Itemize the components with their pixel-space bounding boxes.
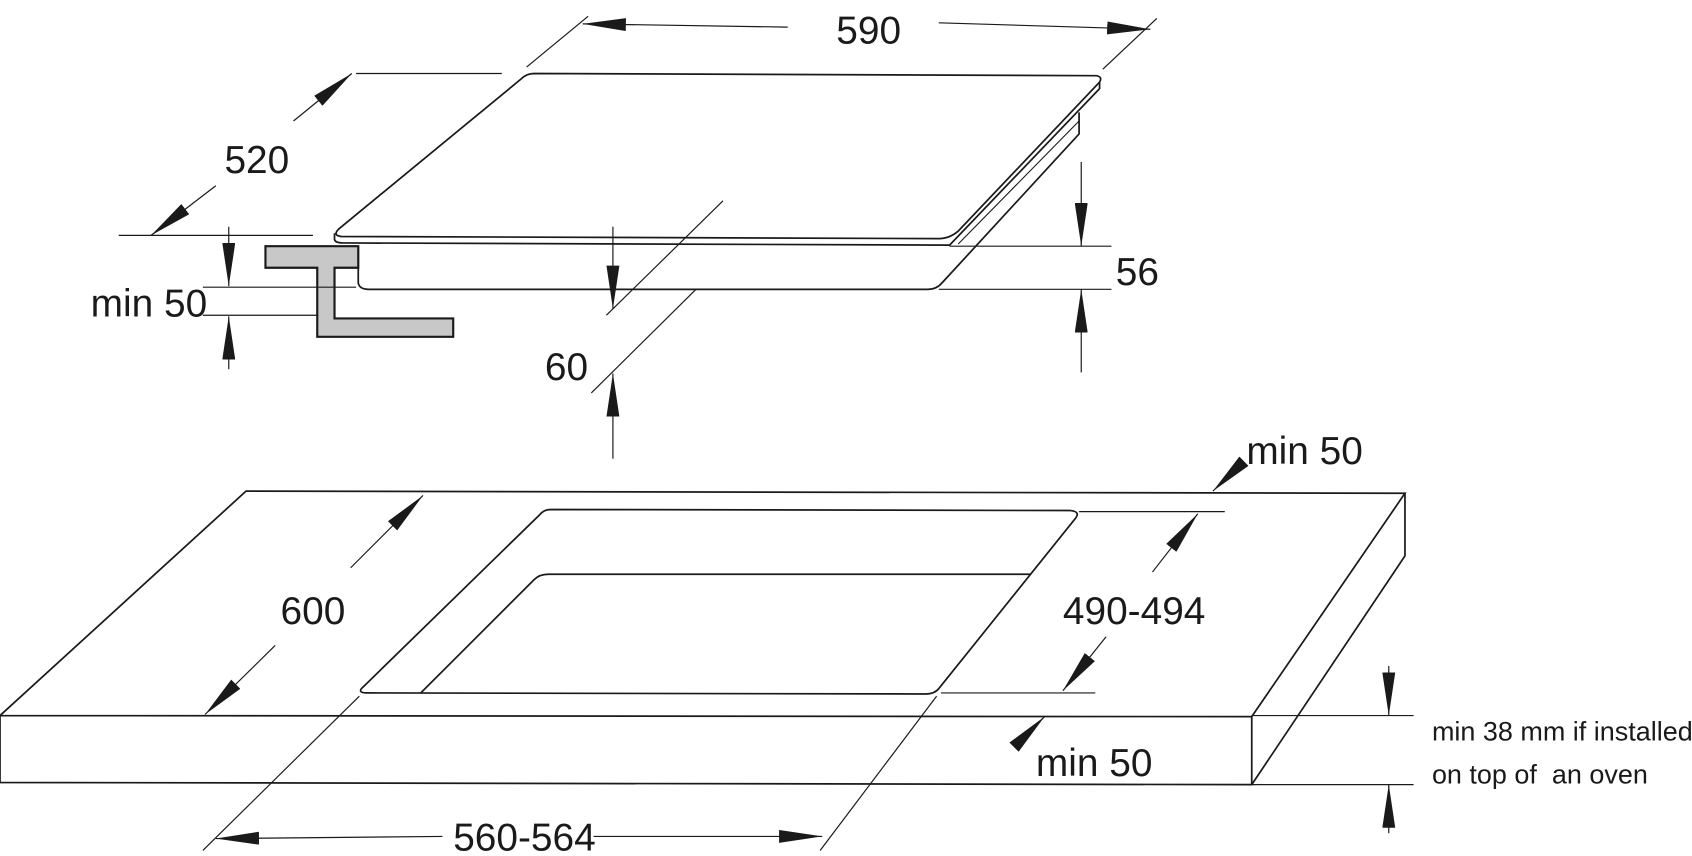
hob-glass-top xyxy=(335,72,1102,240)
dimension-60: 60 xyxy=(545,200,724,459)
label-min50-front: min 50 xyxy=(1036,742,1153,785)
dimension-min50-side: min 50 xyxy=(91,226,357,370)
label-560-564: 560-564 xyxy=(453,816,596,856)
label-60: 60 xyxy=(545,346,588,389)
dimension-56: 56 xyxy=(938,162,1159,373)
label-min50-side: min 50 xyxy=(91,282,208,325)
cutout-outline xyxy=(359,508,1079,695)
label-min50-back: min 50 xyxy=(1246,430,1363,473)
dimension-thickness: min 38 mm if installed on top of an oven xyxy=(1251,665,1692,834)
label-520: 520 xyxy=(224,139,289,182)
countertop-front-face xyxy=(0,715,1253,786)
label-490-494: 490-494 xyxy=(1063,590,1206,633)
countertop-side-face xyxy=(1251,493,1406,786)
dimension-490-494: 490-494 xyxy=(940,511,1225,694)
mounting-bracket xyxy=(264,245,455,338)
cutout-inner-edge xyxy=(420,573,1031,694)
dimension-590: 590 xyxy=(526,9,1158,70)
hob-glass-edge xyxy=(333,82,1101,246)
hob-body xyxy=(357,112,1080,291)
thickness-note-line1: min 38 mm if installed xyxy=(1432,716,1692,746)
dimension-min50-back: min 50 xyxy=(1212,430,1363,492)
label-56: 56 xyxy=(1116,251,1159,294)
dimension-min50-front: min 50 xyxy=(1009,716,1153,785)
hob-drawing xyxy=(333,72,1102,291)
thickness-note-line2: on top of an oven xyxy=(1432,760,1648,790)
label-600: 600 xyxy=(281,590,346,633)
dimension-600: 600 xyxy=(204,495,424,715)
label-590: 590 xyxy=(836,9,901,52)
countertop-drawing xyxy=(0,490,1407,786)
dimension-560-564: 560-564 xyxy=(202,695,938,856)
dimension-520: 520 xyxy=(118,72,502,236)
